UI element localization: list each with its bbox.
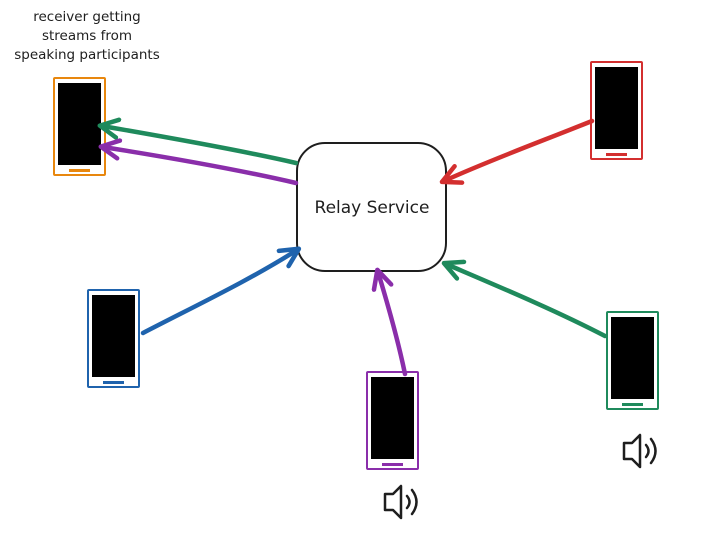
speaker-sound-icon [622,433,657,469]
phone-home-bar [622,403,643,406]
arrow-relay-to-receiver-purple [98,138,299,186]
receiver-caption: receiver getting streams from speaking p… [2,8,172,65]
phone-screen [92,295,135,377]
relay-service-label: Relay Service [315,198,430,218]
phone-home-bar [606,153,627,156]
speaker-sound-icon [383,484,418,520]
relay-service-box [296,142,447,272]
caption-line-3: speaking participants [14,47,160,63]
phone-screen [58,83,101,165]
phone-blue [87,289,140,388]
arrow-relay-to-receiver-green [97,117,299,166]
caption-line-1: receiver getting [33,9,141,25]
phone-screen [371,377,414,459]
arrow-purple-to-relay [371,267,408,377]
phone-purple [366,371,419,470]
receiver-phone [53,77,106,176]
phone-home-bar [103,381,124,384]
phone-home-bar [382,463,403,466]
phone-screen [595,67,638,149]
caption-line-2: streams from [41,28,133,44]
phone-red [590,61,643,160]
phone-home-bar [69,169,90,172]
arrow-red-to-relay [439,118,595,185]
phone-green [606,311,659,410]
relay-service: Relay Service [296,142,447,272]
arrow-blue-to-relay [140,246,302,336]
arrow-green-to-relay [441,259,608,339]
phone-screen [611,317,654,399]
